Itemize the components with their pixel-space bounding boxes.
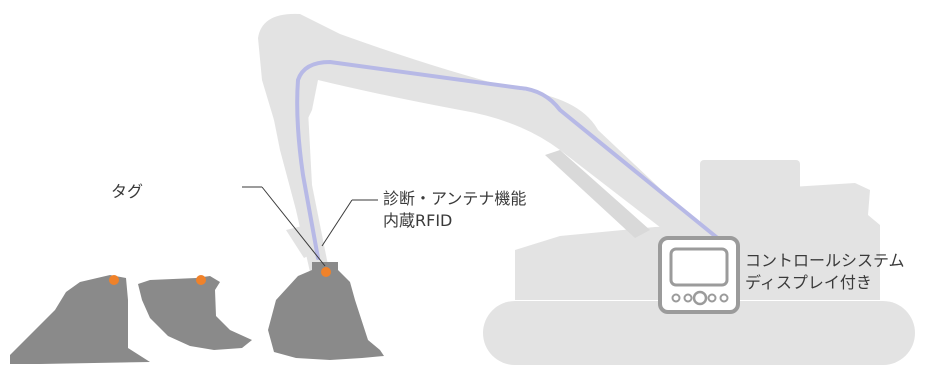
bucket-loose-2 <box>138 276 252 350</box>
tag-leader-line <box>261 186 326 267</box>
control-display-icon <box>658 236 740 314</box>
display-label-line2: ディスプレイ付き <box>745 273 872 292</box>
rfid-label-line2: 内蔵RFID <box>383 211 453 230</box>
cab <box>700 160 800 230</box>
boom-cylinder <box>545 150 650 238</box>
bucket-loose-1 <box>10 275 150 364</box>
bucket-cylinder <box>286 226 320 258</box>
rfid-leader-line <box>321 199 353 247</box>
rfid-label: 診断・アンテナ機能 内蔵RFID <box>383 188 526 232</box>
display-label-line1: コントロールシステム <box>745 251 905 270</box>
tag-dot-icon <box>109 275 119 285</box>
tag-dot-icon <box>196 275 206 285</box>
tag-label: タグ <box>111 181 143 203</box>
tag-label-text: タグ <box>111 182 144 201</box>
cable-line <box>295 60 722 260</box>
display-label: コントロールシステム ディスプレイ付き <box>745 250 905 294</box>
rfid-label-line1: 診断・アンテナ機能 <box>383 189 527 208</box>
bucket-attached <box>268 270 384 360</box>
crawler-track <box>483 301 915 365</box>
tag-dot-icon <box>321 267 331 277</box>
boom <box>258 13 720 258</box>
